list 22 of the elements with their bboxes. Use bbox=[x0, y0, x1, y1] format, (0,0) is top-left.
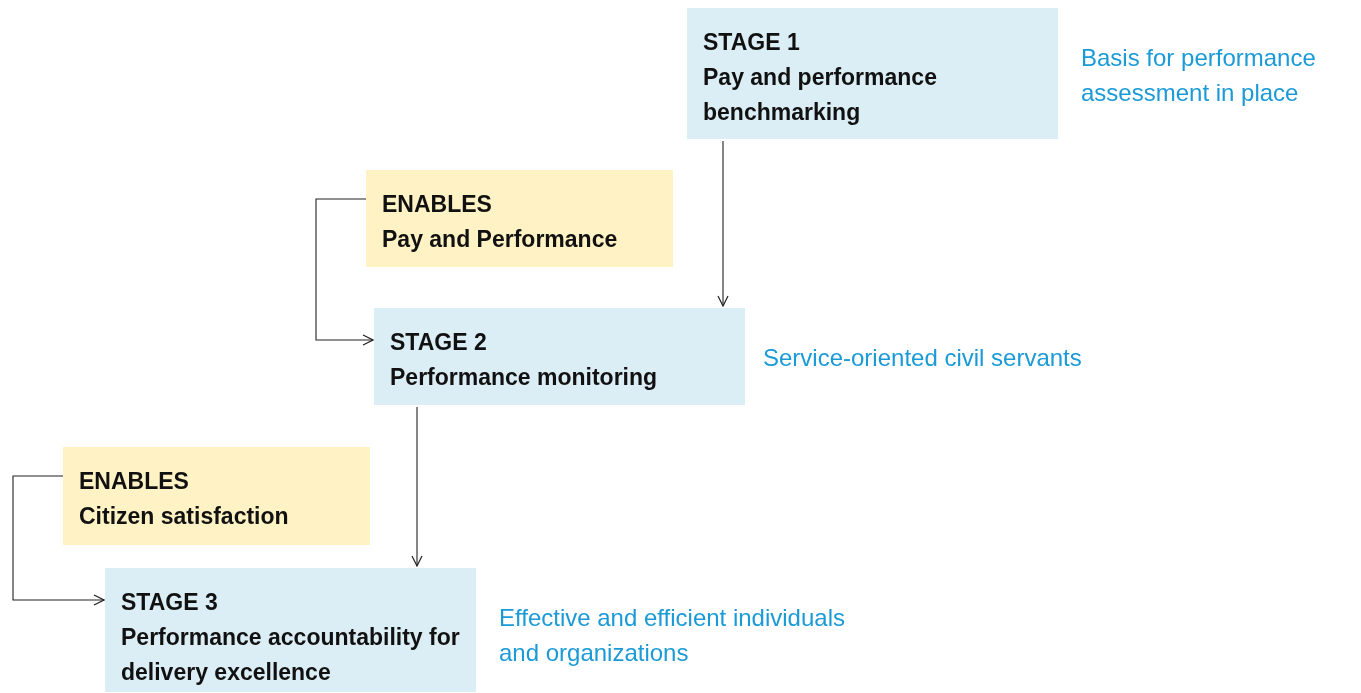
box-heading: ENABLES bbox=[79, 467, 190, 496]
arrow bbox=[315, 198, 374, 346]
box-title: Performance accountability for delivery excellence bbox=[121, 623, 461, 687]
box-heading: STAGE 3 bbox=[121, 588, 219, 617]
enabler-box bbox=[63, 447, 370, 545]
enabler-box bbox=[366, 170, 673, 267]
stage-box bbox=[374, 308, 745, 405]
stage-box bbox=[105, 568, 476, 692]
box-title: Pay and performance benchmarking bbox=[703, 63, 938, 127]
box-title: Pay and Performance bbox=[382, 225, 619, 254]
box-heading: ENABLES bbox=[382, 190, 493, 219]
box-title: Performance monitoring bbox=[390, 363, 659, 392]
arrow bbox=[717, 140, 729, 307]
stage-box bbox=[687, 8, 1058, 139]
annotation-text: Basis for performance assessment in place bbox=[1081, 43, 1317, 108]
box-heading: STAGE 2 bbox=[390, 328, 488, 357]
arrow bbox=[12, 475, 105, 606]
box-heading: STAGE 1 bbox=[703, 28, 801, 57]
box-title: Citizen satisfaction bbox=[79, 502, 290, 531]
annotation-text: Service-oriented civil servants bbox=[763, 343, 1083, 373]
annotation-text: Effective and efficient individuals and organizations bbox=[499, 603, 846, 668]
arrow bbox=[411, 406, 423, 567]
